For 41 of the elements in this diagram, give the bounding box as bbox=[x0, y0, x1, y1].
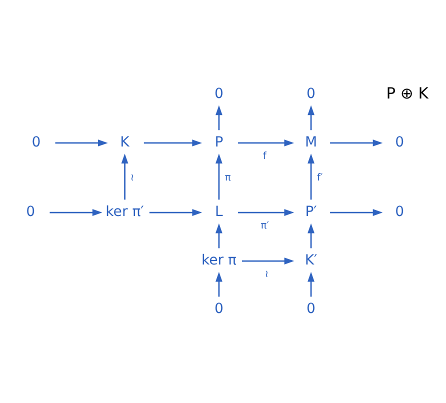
node-text: 0 bbox=[395, 204, 404, 220]
node-text: ker π bbox=[201, 252, 236, 268]
edge-label: π bbox=[224, 172, 231, 184]
arrow bbox=[216, 153, 222, 200]
node-text: ker π′ bbox=[106, 204, 144, 220]
arrow bbox=[238, 208, 294, 216]
arrow bbox=[238, 139, 294, 146]
node-text: P bbox=[214, 134, 224, 150]
node-text: 0 bbox=[32, 134, 41, 150]
arrow bbox=[50, 208, 102, 216]
arrow bbox=[216, 271, 222, 296]
node-text: 0 bbox=[306, 300, 316, 317]
arrow bbox=[144, 139, 202, 146]
node-text: 0 bbox=[214, 300, 224, 317]
edge-label: f′ bbox=[317, 172, 323, 184]
arrow bbox=[55, 139, 108, 146]
node-text: M bbox=[304, 134, 318, 150]
node-text: K bbox=[120, 134, 130, 150]
arrow bbox=[216, 104, 222, 130]
arrow bbox=[308, 104, 314, 130]
arrow bbox=[308, 153, 314, 200]
arrow bbox=[121, 153, 128, 200]
node-text: K′ bbox=[304, 252, 318, 268]
node-text: 0 bbox=[214, 85, 224, 102]
node-text: L bbox=[215, 204, 223, 220]
node-text: 0 bbox=[306, 85, 316, 102]
node-text: 0 bbox=[26, 204, 36, 220]
edge-label: π′ bbox=[260, 220, 269, 231]
edge-label: ≀ bbox=[264, 268, 269, 280]
arrow bbox=[149, 208, 202, 216]
arrow bbox=[330, 139, 383, 146]
arrow bbox=[242, 257, 294, 264]
node-text: 0 bbox=[395, 134, 404, 150]
node-text: P′ bbox=[305, 204, 317, 220]
label: P ⊕ K bbox=[386, 84, 428, 102]
arrow bbox=[308, 222, 314, 248]
edge-label: f bbox=[262, 150, 266, 162]
arrow bbox=[308, 271, 314, 296]
arrow bbox=[216, 222, 222, 248]
edge-label: ≀ bbox=[130, 172, 134, 184]
arrow bbox=[330, 208, 383, 216]
